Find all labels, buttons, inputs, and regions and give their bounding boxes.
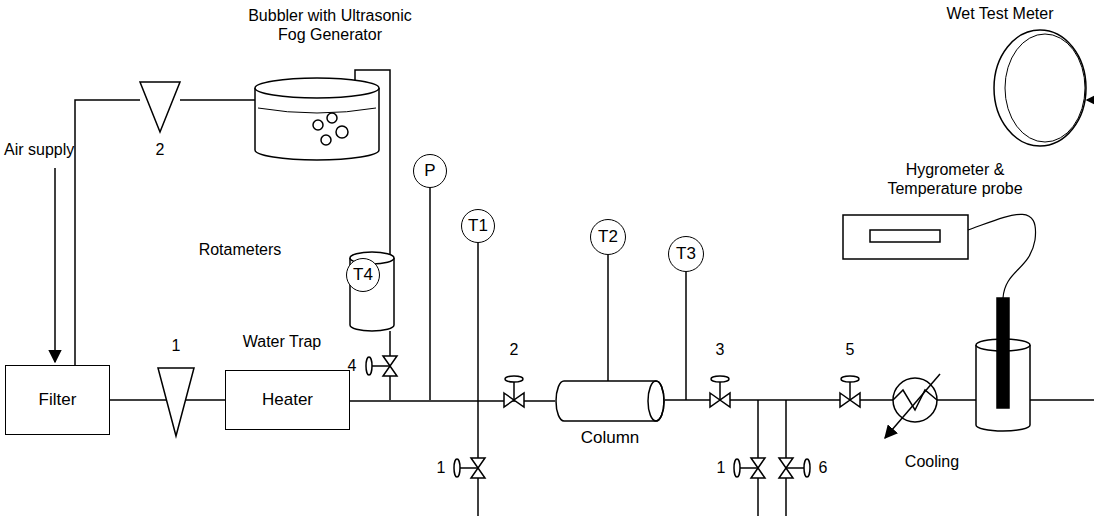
bubble [336,126,348,138]
water-trap [350,258,394,331]
part-label: Cooling [905,452,959,471]
valve [710,376,730,407]
node-label: Filter [39,390,77,410]
wet-test-meter [994,30,1086,146]
pipe [355,70,390,258]
pipe [685,272,687,400]
cooler-coil [893,390,937,410]
callout-number: 3 [716,340,725,359]
callout-number: 2 [510,340,519,359]
sensor-tag: P [424,161,435,181]
sensor-circle: T1 [461,209,495,243]
bubble [321,135,331,145]
bubbler-liquid [258,108,376,113]
valve [366,356,397,376]
sensor-tag: T2 [598,227,618,247]
air-supply-arrow [54,168,56,362]
rotameter [140,82,180,132]
column-end [648,381,664,421]
rotameter [158,368,194,436]
sensor-circle: T4 [346,258,380,292]
valve [779,458,810,478]
valve [734,458,765,478]
wet-test-meter-rim [1005,34,1085,142]
pipe [429,188,431,400]
part-label: Hygrometer & Temperature probe [878,160,1033,198]
sensor-tag: T3 [676,244,696,264]
part-label: Bubbler with Ultrasonic Fog Generator [238,6,423,44]
bubble [327,113,337,123]
sensor-tag: T1 [468,216,488,236]
column-cylinder [555,380,665,422]
part-label: Rotameters [199,240,282,259]
callout-number: 4 [348,356,357,375]
callout-number: 6 [819,458,828,477]
hygrometer-slot [870,230,940,242]
part-label: Air supply [4,140,74,159]
hygrometer-display [843,215,968,259]
valve [840,376,860,407]
bubbler-vessel [255,88,379,160]
column-vessel: Column [555,380,665,422]
valve [504,376,524,407]
inlet-arrow [1087,99,1094,101]
callout-number: 5 [846,340,855,359]
sensor-tag: T4 [353,265,373,285]
node-label: Heater [262,390,313,410]
sensor-circle: T2 [590,219,626,255]
process-box: Heater [225,370,350,430]
pipe [75,100,140,365]
part-label: Wet Test Meter [947,4,1054,23]
callout-number: 1 [172,336,181,355]
column-body [556,381,664,421]
bubble [313,120,323,130]
callout-number: 1 [437,458,446,477]
pipe [180,99,255,101]
bubbler-lid [255,78,379,98]
callout-number: 1 [717,458,726,477]
probe [997,298,1009,408]
process-box: Filter [5,365,110,435]
part-label: Water Trap [243,332,322,351]
cooling-arrow [885,374,940,438]
sensor-circle: P [413,154,447,188]
pipe [607,255,609,381]
node-label: Column [581,428,640,448]
sensor-circle: T3 [668,236,704,272]
callout-number: 2 [156,140,165,159]
valve [454,458,485,478]
probe-cable [968,214,1036,298]
